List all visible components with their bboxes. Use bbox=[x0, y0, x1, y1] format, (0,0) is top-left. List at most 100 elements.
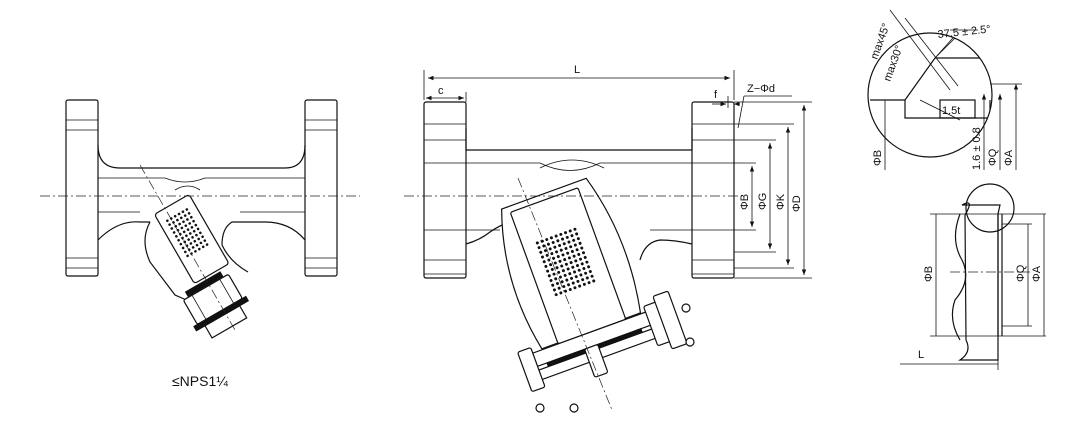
perforation-dot bbox=[553, 245, 557, 249]
perforation-dot bbox=[549, 263, 553, 267]
perforation-dot bbox=[577, 268, 581, 272]
perforation-dot bbox=[567, 240, 571, 244]
perforation-dot bbox=[587, 281, 591, 285]
weld-max30: max30° bbox=[882, 44, 906, 83]
socket-phi-A: ΦA bbox=[1031, 265, 1043, 282]
perforation-dot bbox=[544, 264, 548, 268]
perforation-dot bbox=[170, 227, 174, 230]
perforation-dot bbox=[556, 255, 560, 259]
perforation-dot bbox=[550, 267, 554, 271]
perforation-dot bbox=[582, 282, 586, 286]
left-flange bbox=[65, 99, 99, 277]
perforation-dot bbox=[172, 231, 176, 234]
strainer-screen bbox=[154, 194, 229, 284]
perforation-dot bbox=[554, 234, 558, 238]
perforation-dot bbox=[583, 255, 587, 259]
perforation-dot bbox=[546, 269, 550, 273]
large-strainer-view: L c f Z−Φd ΦB ΦG ΦK bbox=[404, 64, 812, 413]
perforation-dot bbox=[182, 220, 185, 224]
perforation-dot bbox=[564, 231, 568, 235]
perforation-dot bbox=[545, 253, 549, 257]
perforation-dot bbox=[166, 219, 169, 223]
perforation-dot bbox=[558, 243, 562, 247]
perforation-dot bbox=[561, 237, 565, 241]
perforation-dot bbox=[573, 286, 577, 290]
perforation-dot bbox=[574, 275, 578, 279]
perforation-dot bbox=[563, 258, 567, 262]
dim-z-phi-d: Z−Φd bbox=[747, 83, 775, 95]
perforation-dot bbox=[570, 276, 574, 280]
socket-phi-Q: ΦQ bbox=[1015, 264, 1027, 282]
perforation-dot bbox=[578, 241, 582, 245]
perforation-dot bbox=[552, 288, 556, 292]
perforation-dot bbox=[191, 236, 194, 239]
perforation-dot bbox=[186, 254, 189, 258]
perforation-dot bbox=[191, 246, 195, 249]
dim-phi-G: ΦG bbox=[757, 193, 769, 210]
perforation-dot bbox=[563, 273, 567, 277]
dim-phi-D: ΦD bbox=[791, 195, 803, 212]
right-flange bbox=[304, 99, 338, 277]
perforation-dot bbox=[185, 208, 189, 211]
perforation-dot bbox=[172, 221, 175, 224]
perforation-dot bbox=[188, 222, 191, 225]
perforation-dot bbox=[580, 246, 584, 250]
perforation-dot bbox=[190, 215, 193, 219]
perforation-dot bbox=[182, 230, 186, 234]
perforation-dot bbox=[554, 293, 558, 297]
socket-weld-detail: ΦB ΦQ ΦA L bbox=[900, 183, 1046, 370]
perforation-dot bbox=[555, 282, 559, 286]
perforation-dot bbox=[187, 212, 191, 215]
perforation-dot bbox=[205, 243, 209, 246]
socket-phi-B: ΦB bbox=[923, 266, 935, 282]
perforation-dot bbox=[193, 239, 197, 243]
perforation-dot bbox=[189, 242, 193, 245]
perforation-dot bbox=[561, 253, 565, 257]
perforation-dot bbox=[580, 262, 584, 266]
perforation-dot bbox=[556, 239, 560, 243]
perforation-dot bbox=[564, 289, 568, 293]
perforation-dot bbox=[573, 243, 577, 247]
weld-angle: 37.5 ± 2.5° bbox=[937, 23, 991, 41]
dim-L: L bbox=[574, 64, 580, 76]
perforation-dot bbox=[535, 241, 539, 245]
perforation-dot bbox=[186, 218, 189, 221]
weld-max45: max45° bbox=[869, 22, 893, 61]
perforation-dot bbox=[192, 229, 196, 233]
perforation-dot bbox=[568, 229, 572, 233]
perforation-dot bbox=[546, 242, 550, 246]
perforation-dot bbox=[554, 277, 558, 281]
perforation-dot bbox=[195, 243, 199, 247]
perforation-dot bbox=[567, 283, 571, 287]
perforation-dot bbox=[543, 249, 547, 253]
perforation-dot bbox=[181, 236, 184, 240]
perforation-dot bbox=[573, 227, 577, 231]
perforation-dot bbox=[547, 258, 551, 262]
perforation-dot bbox=[186, 228, 190, 231]
weld-phi-B: ΦB bbox=[872, 150, 884, 166]
perforation-dot bbox=[553, 261, 557, 265]
perforation-dot bbox=[550, 252, 554, 256]
perforation-dot bbox=[183, 214, 187, 217]
perforation-dot bbox=[581, 278, 585, 282]
perforation-dot bbox=[572, 254, 576, 258]
diameter-dimensions: ΦB ΦG ΦK ΦD bbox=[734, 101, 812, 279]
perforation-dot bbox=[552, 272, 556, 276]
perforation-dot bbox=[194, 223, 198, 227]
perforation-dot bbox=[183, 240, 187, 244]
perforation-dot bbox=[572, 238, 576, 242]
perforation-dot bbox=[540, 255, 544, 259]
perforation-dot bbox=[203, 239, 207, 242]
perforation-dot bbox=[577, 252, 581, 256]
perforation-dot bbox=[549, 236, 553, 240]
perforation-dot bbox=[540, 239, 544, 243]
perforation-dot bbox=[199, 231, 202, 235]
perforation-dot bbox=[542, 244, 546, 248]
perforation-dot bbox=[571, 265, 575, 269]
perforation-dot bbox=[582, 267, 586, 271]
perforation-dot bbox=[559, 248, 563, 252]
perforation-dot bbox=[179, 242, 183, 246]
perforation-dot bbox=[564, 262, 568, 266]
perforation-dot bbox=[584, 271, 588, 275]
